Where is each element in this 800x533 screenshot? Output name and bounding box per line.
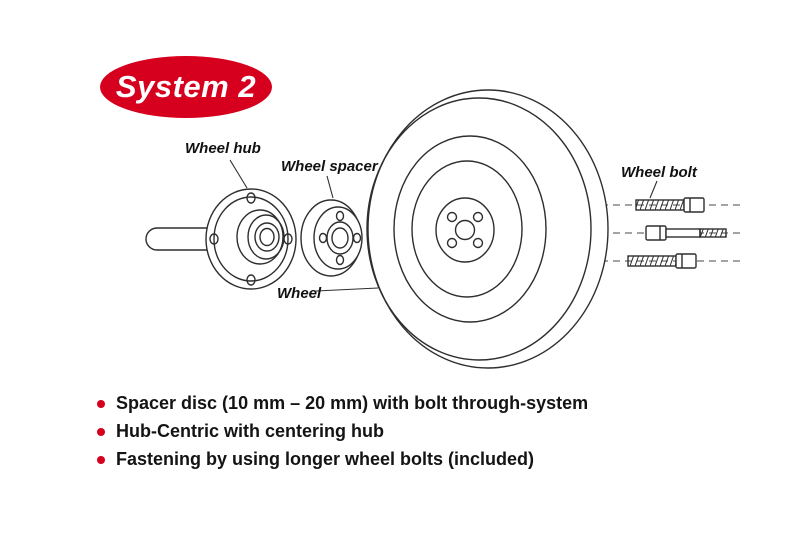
feature-text: Fastening by using longer wheel bolts (i… [116, 449, 535, 469]
list-item: Spacer disc (10 mm – 20 mm) with bolt th… [97, 392, 588, 415]
wheel-drawing [366, 89, 609, 369]
wheel-bolt-label: Wheel bolt [621, 164, 698, 181]
wheel-hub-label: Wheel hub [185, 140, 261, 157]
diagram: Wheel hub Wheel spacer Wheel Wheel bolt [145, 89, 745, 369]
system-badge-label: System 2 [115, 69, 257, 104]
system-badge: System 2 [100, 56, 272, 118]
wheel-hub-drawing [205, 188, 297, 290]
feature-text: Spacer disc (10 mm – 20 mm) with bolt th… [116, 393, 589, 413]
wheel-label: Wheel [277, 285, 322, 302]
list-item: Fastening by using longer wheel bolts (i… [97, 448, 588, 471]
feature-list: Spacer disc (10 mm – 20 mm) with bolt th… [97, 392, 588, 471]
wheel-spacer-label: Wheel spacer [281, 158, 379, 175]
bullet-icon [97, 399, 105, 408]
feature-text: Hub-Centric with centering hub [116, 421, 384, 441]
bullet-icon [97, 455, 105, 464]
list-item: Hub-Centric with centering hub [97, 420, 588, 443]
wheel-spacer-drawing [300, 199, 363, 277]
wheel-bolts-drawing [627, 197, 727, 269]
leader-lines [229, 159, 658, 292]
bullet-icon [97, 427, 105, 436]
axle-shaft-drawing [145, 227, 212, 251]
